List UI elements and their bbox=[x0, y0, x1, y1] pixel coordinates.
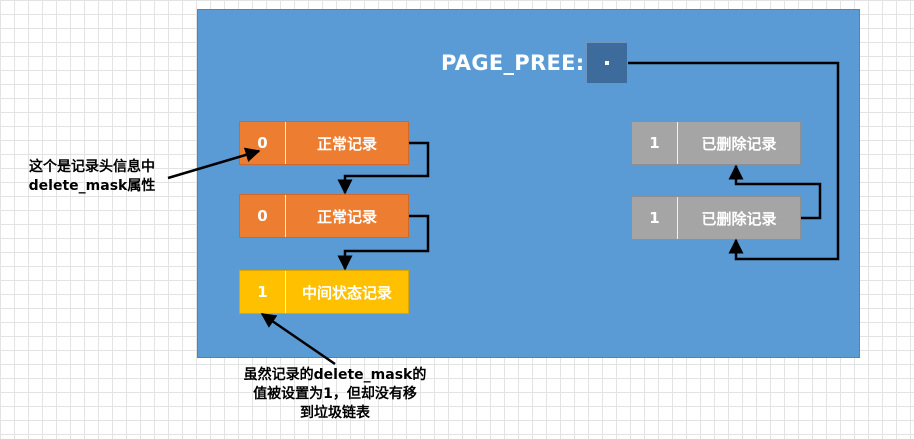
bottom-annotation: 虽然记录的delete_mask的 值被设置为1，但却没有移 到垃圾链表 bbox=[222, 366, 448, 423]
normal-chain-arrow-2 bbox=[337, 214, 430, 271]
bottom-annotation-line-1: 虽然记录的delete_mask的 bbox=[243, 367, 427, 383]
page-free-to-deleted-arrow bbox=[628, 61, 840, 261]
deleted-chain-arrow bbox=[728, 164, 822, 220]
record-label: 中间状态记录 bbox=[301, 283, 392, 302]
delete-mask-flag: 0 bbox=[240, 195, 286, 237]
record-label: 已删除记录 bbox=[701, 134, 777, 153]
left-annotation: 这个是记录头信息中 delete_mask属性 bbox=[8, 158, 176, 196]
delete-mask-flag: 1 bbox=[240, 271, 286, 313]
normal-chain-arrow-1 bbox=[337, 141, 430, 195]
intermediate-record: 1 中间状态记录 bbox=[239, 270, 409, 314]
page-free-pointer-box bbox=[586, 42, 628, 84]
deleted-record-2: 1 已删除记录 bbox=[631, 196, 801, 240]
left-annotation-line-1: 这个是记录头信息中 bbox=[29, 159, 155, 175]
bottom-annotation-line-3: 到垃圾链表 bbox=[300, 405, 370, 421]
page-free-label: PAGE_PREE: bbox=[441, 51, 585, 75]
delete-mask-flag: 1 bbox=[632, 122, 678, 164]
record-label: 正常记录 bbox=[316, 134, 377, 153]
record-label: 正常记录 bbox=[316, 207, 377, 226]
left-annotation-arrow bbox=[167, 147, 261, 180]
delete-mask-flag: 0 bbox=[240, 122, 286, 164]
bottom-annotation-line-2: 值被设置为1，但却没有移 bbox=[253, 386, 417, 402]
normal-record-2: 0 正常记录 bbox=[239, 194, 409, 238]
left-annotation-line-2: delete_mask属性 bbox=[28, 178, 156, 194]
record-label: 已删除记录 bbox=[701, 209, 777, 228]
deleted-record-1: 1 已删除记录 bbox=[631, 121, 801, 165]
normal-record-1: 0 正常记录 bbox=[239, 121, 409, 165]
pointer-dot-icon bbox=[605, 61, 609, 65]
delete-mask-flag: 1 bbox=[632, 197, 678, 239]
bottom-annotation-arrow bbox=[260, 312, 336, 366]
